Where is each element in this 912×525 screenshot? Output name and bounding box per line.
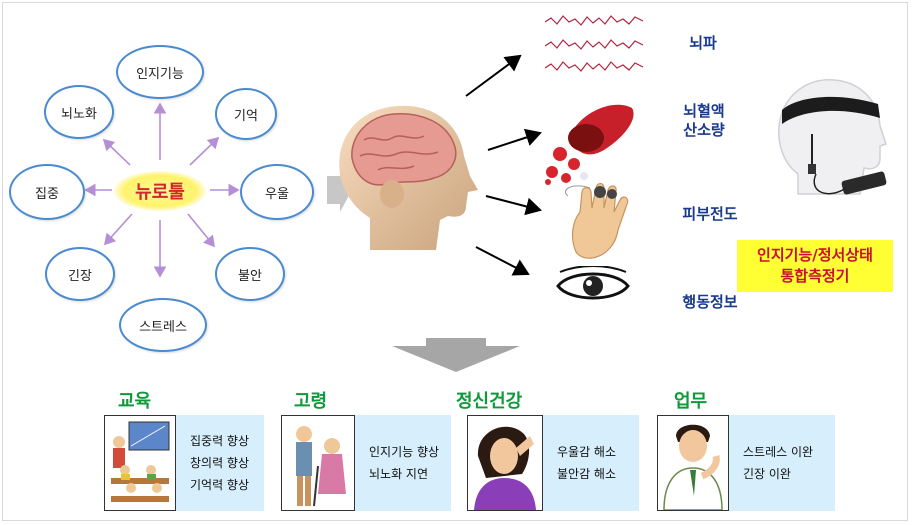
eye-icon bbox=[556, 266, 630, 306]
node-focus: 집중 bbox=[9, 164, 85, 220]
arrow-to-eye bbox=[476, 247, 528, 274]
stressed-woman-icon bbox=[468, 416, 542, 510]
category-title-education: 교육 bbox=[118, 387, 151, 413]
education-benefit-3: 기억력 향상 bbox=[190, 474, 264, 496]
node-memory: 기억 bbox=[215, 88, 277, 140]
center-label-neurotool: 뉴로툴 bbox=[114, 171, 206, 211]
integrated-measurement-device-label: 인지기능/정서상태 통합측정기 bbox=[737, 240, 893, 292]
label-blood-oxygen-line2: 산소량 bbox=[676, 121, 732, 140]
education-benefits: 집중력 향상 창의력 향상 기억력 향상 bbox=[176, 415, 264, 511]
mental-health-benefit-2: 불안감 해소 bbox=[557, 463, 639, 485]
category-title-mental-health: 정신건강 bbox=[456, 387, 522, 413]
elderly-benefit-1: 인지기능 향상 bbox=[369, 441, 451, 463]
category-title-work: 업무 bbox=[674, 387, 707, 413]
arrow-to-blood bbox=[488, 133, 540, 150]
education-benefit-2: 창의력 향상 bbox=[190, 452, 264, 474]
node-depression: 우울 bbox=[240, 164, 314, 220]
node-brain-aging: 뇌노화 bbox=[44, 85, 114, 139]
elderly-benefits: 인지기능 향상 뇌노화 지연 bbox=[355, 415, 451, 511]
elderly-couple-icon bbox=[282, 416, 354, 510]
label-behavior: 행동정보 bbox=[670, 293, 750, 312]
hand-skin-conductance-icon bbox=[562, 182, 642, 262]
arrow-to-eeg bbox=[466, 56, 520, 96]
node-anxiety: 불안 bbox=[215, 247, 285, 301]
label-blood-oxygen: 뇌혈액 산소량 bbox=[676, 102, 732, 140]
blood-vessel-icon bbox=[540, 94, 640, 186]
label-skin-conductance: 피부전도 bbox=[670, 205, 750, 224]
head-illustration bbox=[330, 100, 480, 250]
label-blood-oxygen-line1: 뇌혈액 bbox=[676, 102, 732, 121]
headset-device-icon bbox=[768, 74, 898, 204]
arrow-to-brain-aging bbox=[104, 140, 130, 165]
work-illustration bbox=[657, 415, 729, 511]
node-cognitive: 인지기능 bbox=[116, 45, 204, 99]
measure-line1: 인지기능/정서상태 bbox=[757, 245, 873, 266]
arrow-to-skin bbox=[486, 196, 540, 210]
category-title-elderly: 고령 bbox=[294, 387, 327, 413]
education-benefit-1: 집중력 향상 bbox=[190, 430, 264, 452]
work-benefit-2: 긴장 이완 bbox=[743, 463, 835, 485]
office-worker-icon bbox=[658, 416, 728, 510]
classroom-icon bbox=[105, 416, 175, 510]
measure-line2: 통합측정기 bbox=[780, 266, 849, 287]
arrow-to-anxiety bbox=[188, 214, 214, 246]
down-arrow bbox=[392, 346, 520, 372]
node-stress: 스트레스 bbox=[119, 298, 207, 352]
education-illustration bbox=[104, 415, 176, 511]
work-benefits: 스트레스 이완 긴장 이완 bbox=[729, 415, 835, 511]
eeg-waves-icon bbox=[545, 12, 645, 74]
mental-health-illustration bbox=[467, 415, 543, 511]
node-tension: 긴장 bbox=[45, 247, 115, 301]
mental-health-benefits: 우울감 해소 불안감 해소 bbox=[543, 415, 639, 511]
elderly-illustration bbox=[281, 415, 355, 511]
arrow-to-memory bbox=[190, 138, 218, 165]
label-eeg: 뇌파 bbox=[683, 34, 723, 53]
elderly-benefit-2: 뇌노화 지연 bbox=[369, 463, 451, 485]
mental-health-benefit-1: 우울감 해소 bbox=[557, 441, 639, 463]
arrow-to-tension bbox=[105, 214, 132, 244]
work-benefit-1: 스트레스 이완 bbox=[743, 441, 835, 463]
